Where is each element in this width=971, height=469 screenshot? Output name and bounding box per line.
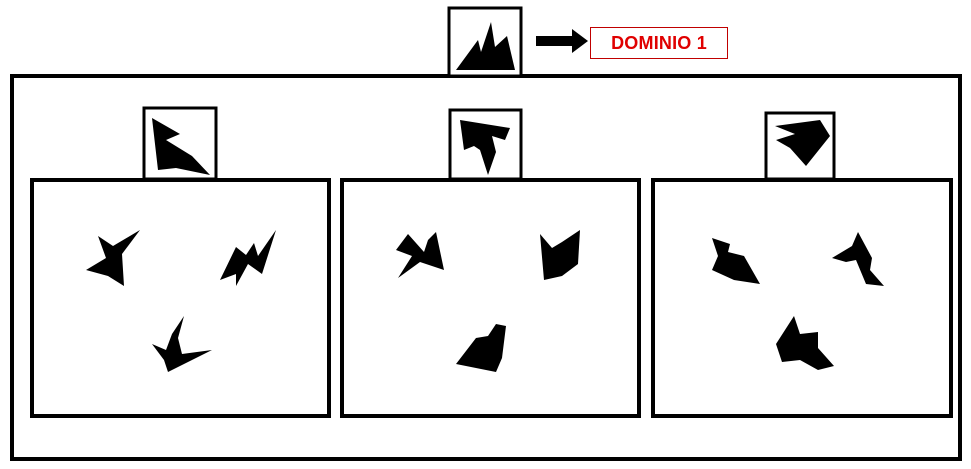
domain-label-text: DOMINIO 1 [611, 33, 707, 54]
panel-3-reference [766, 113, 834, 179]
arrow-right-icon [536, 29, 588, 53]
panel-3 [653, 180, 951, 416]
top-reference-box [449, 8, 521, 76]
panel-1 [32, 180, 329, 416]
panel-2 [342, 180, 639, 416]
domain-label: DOMINIO 1 [590, 27, 728, 59]
panel-2-reference [450, 110, 521, 179]
panel-1-reference [144, 108, 216, 179]
